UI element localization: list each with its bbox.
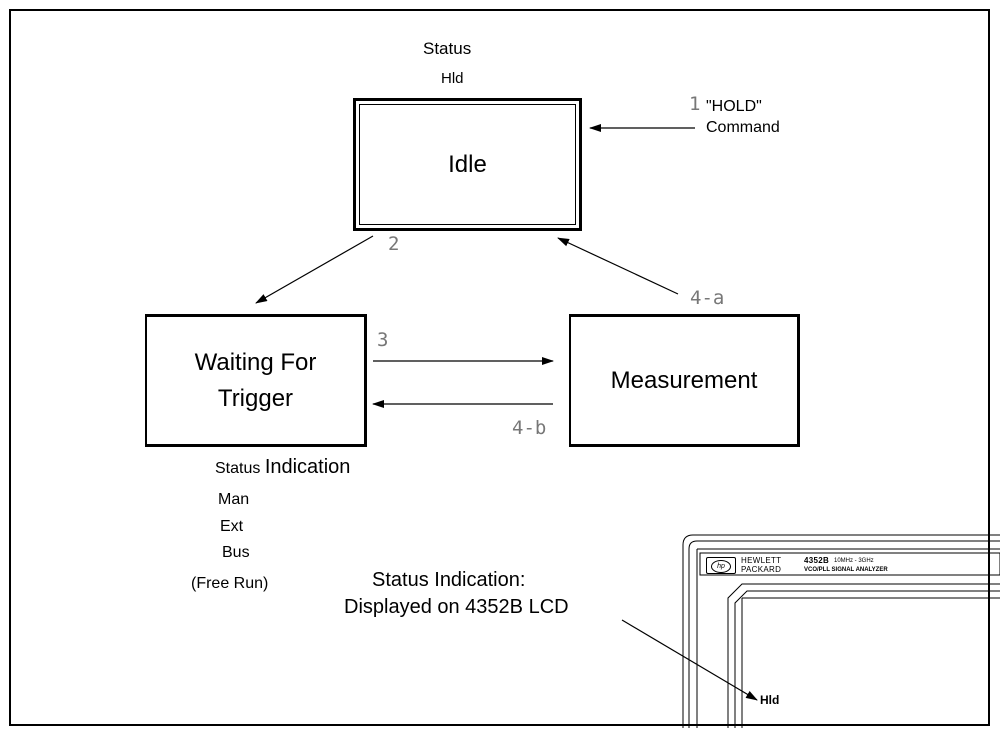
- diagram-frame: [9, 9, 990, 726]
- state-waiting-for-trigger: Waiting For Trigger: [145, 314, 367, 447]
- transition-1-label-line1: "HOLD": [706, 98, 762, 115]
- instrument-freq-range: 10MHz - 3GHz: [834, 558, 874, 564]
- waiting-status-item-ext: Ext: [220, 518, 244, 535]
- state-idle-label: Idle: [448, 150, 487, 178]
- waiting-status-item-bus: Bus: [222, 544, 250, 561]
- instrument-name: VCO/PLL SIGNAL ANALYZER: [804, 567, 888, 573]
- state-waiting-label-line2: Trigger: [217, 384, 294, 412]
- transition-1-label-line2: Command: [706, 119, 780, 136]
- idle-status-value: Hld: [441, 70, 464, 87]
- transition-4a-number: 4-a: [690, 287, 725, 309]
- hp-logo-text: hp: [711, 560, 731, 573]
- transition-2-number: 2: [388, 233, 400, 255]
- lcd-callout-line2: Displayed on 4352B LCD: [344, 596, 569, 618]
- instrument-brand-line1: HEWLETT: [741, 556, 782, 565]
- instrument-brand-line2: PACKARD: [741, 565, 782, 574]
- waiting-status-item-man: Man: [218, 491, 250, 508]
- arrow-measurement-to-idle: [557, 237, 679, 295]
- idle-status-heading: Status: [423, 39, 472, 58]
- waiting-status-heading: Status Indication: [215, 457, 350, 477]
- transition-3-number: 3: [377, 329, 389, 351]
- transition-4b-number: 4-b: [512, 417, 547, 439]
- state-measurement: Measurement: [569, 314, 800, 447]
- arrow-idle-to-waiting: [255, 235, 374, 304]
- hp-logo: hp: [706, 557, 736, 574]
- instrument-model: 4352B: [804, 556, 830, 565]
- state-idle: Idle: [353, 98, 582, 231]
- state-waiting-label-line1: Waiting For: [194, 348, 317, 376]
- lcd-display-value: Hld: [760, 693, 780, 707]
- transition-1-number: 1: [689, 93, 701, 115]
- waiting-status-heading-large: Indication: [264, 456, 351, 478]
- waiting-status-item-free-run: (Free Run): [191, 575, 269, 592]
- instrument-panel: [682, 534, 1000, 728]
- lcd-callout-line1: Status Indication:: [372, 569, 526, 591]
- waiting-status-heading-small: Status: [215, 460, 261, 477]
- state-measurement-label: Measurement: [610, 366, 758, 394]
